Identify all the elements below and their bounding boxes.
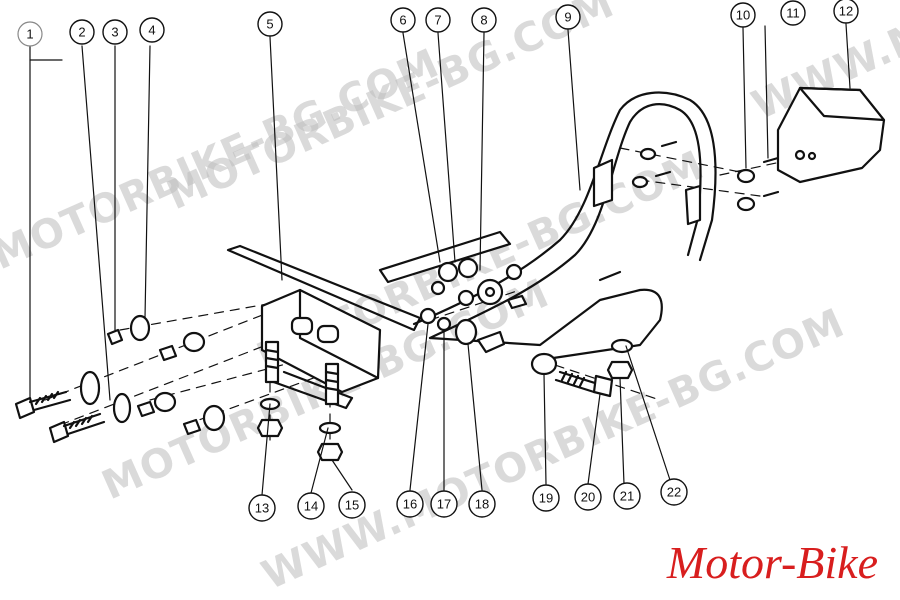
callout-16: 16 <box>396 490 424 518</box>
callout-number: 13 <box>255 501 269 516</box>
callout-22: 22 <box>660 478 688 506</box>
callout-number: 16 <box>403 497 417 512</box>
callout-14: 14 <box>297 492 325 520</box>
callout-leaders <box>29 23 851 496</box>
brand-label: Motor-Bike <box>666 537 878 588</box>
callout-number: 21 <box>620 489 634 504</box>
callout-21: 21 <box>613 482 641 510</box>
callout-6: 6 <box>390 7 416 33</box>
callout-5: 5 <box>257 11 283 37</box>
left-mounting-bracket <box>226 244 422 410</box>
callout-number: 10 <box>736 8 750 23</box>
callout-3: 3 <box>102 19 128 45</box>
callout-number: 20 <box>581 490 595 505</box>
callout-13: 13 <box>248 494 276 522</box>
callout-7: 7 <box>425 7 451 33</box>
callout-18: 18 <box>468 490 496 518</box>
callout-17: 17 <box>430 490 458 518</box>
callout-number: 18 <box>475 497 489 512</box>
callout-number: 2 <box>78 25 85 40</box>
callout-number: 11 <box>786 6 800 21</box>
callout-number: 9 <box>564 10 571 25</box>
callout-number: 5 <box>266 17 273 32</box>
callout-19: 19 <box>532 484 560 512</box>
callout-number: 8 <box>480 13 487 28</box>
callout-number: 15 <box>345 498 359 513</box>
crash-bar-frame <box>378 91 717 362</box>
callout-number: 17 <box>437 497 451 512</box>
callout-number: 22 <box>667 485 681 500</box>
right-fasteners <box>530 338 634 398</box>
callout-number: 3 <box>111 25 118 40</box>
callout-number: 6 <box>399 13 406 28</box>
callout-9: 9 <box>555 4 581 30</box>
callout-15: 15 <box>338 491 366 519</box>
callout-11: 11 <box>780 0 806 26</box>
callout-10: 10 <box>730 2 756 28</box>
callout-number: 14 <box>304 499 318 514</box>
callout-12: 12 <box>833 0 859 24</box>
callout-set: 1 2 3 4 5 6 7 8 <box>17 0 859 522</box>
callout-number: 1 <box>26 27 33 42</box>
lower-hardware <box>256 397 344 462</box>
upper-right-hardware <box>631 140 780 212</box>
callout-1: 1 <box>17 21 43 47</box>
callout-4: 4 <box>139 17 165 43</box>
part-drawings <box>14 23 886 496</box>
callout-8: 8 <box>471 7 497 33</box>
callout-number: 4 <box>148 23 155 38</box>
lamp-housing <box>776 86 886 184</box>
watermark-text: MOTORBIKE-BG.COM <box>160 0 621 219</box>
callout-20: 20 <box>574 483 602 511</box>
callout-2: 2 <box>69 19 95 45</box>
callout-number: 12 <box>839 4 853 19</box>
left-fasteners <box>14 314 226 444</box>
callout-number: 7 <box>434 13 441 28</box>
spacer-stack <box>419 257 528 346</box>
callout-number: 19 <box>539 491 553 506</box>
